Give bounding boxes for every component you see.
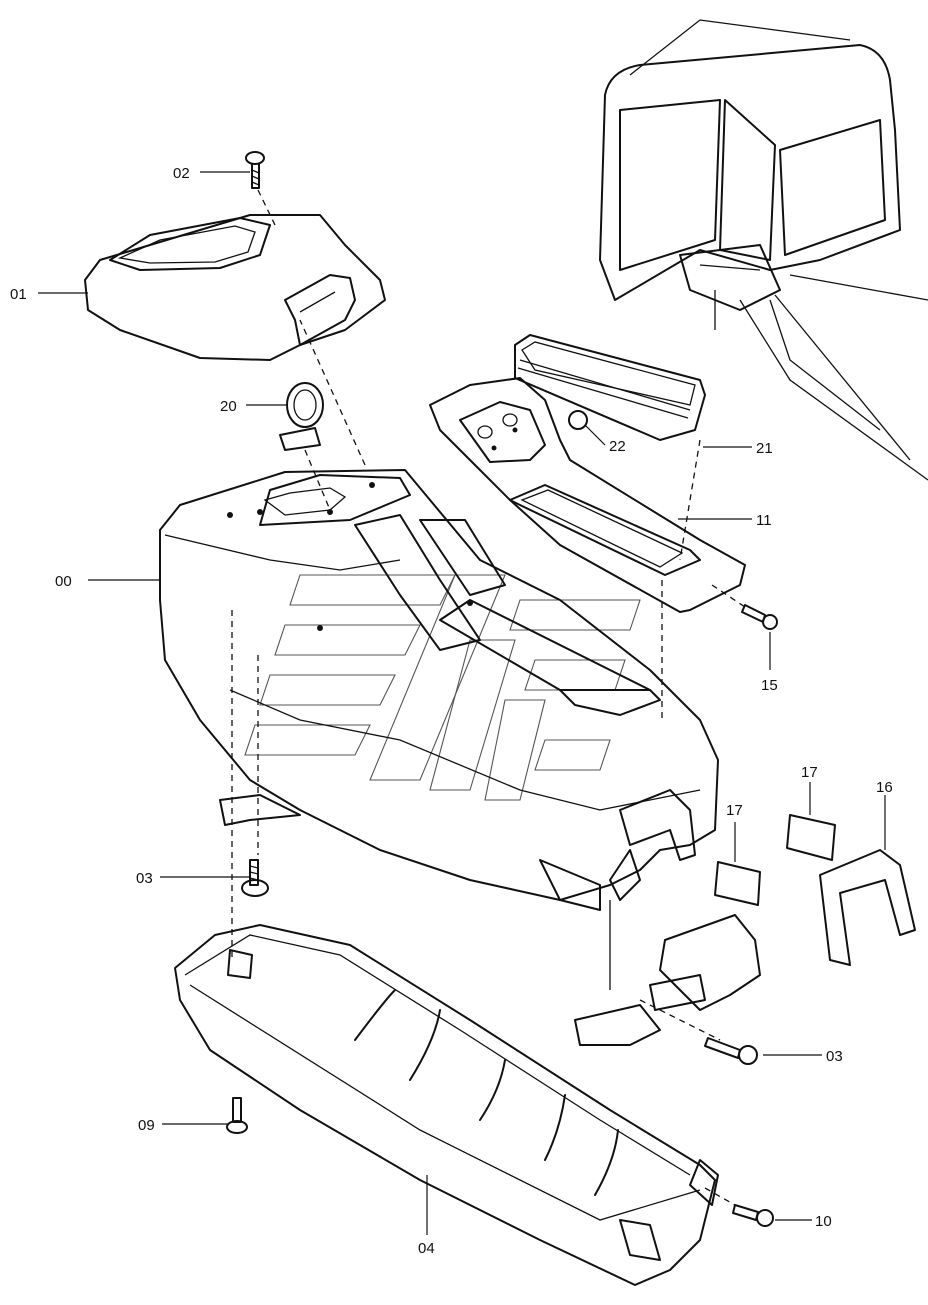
callout-02: 02: [173, 165, 190, 182]
leader-lines: [38, 171, 886, 1235]
part-20-clamp: [279, 382, 331, 511]
part-11-side-panel: [429, 377, 746, 720]
callout-00: 00: [55, 573, 72, 590]
part-17-pad-lower: [714, 861, 761, 906]
part-21-tray: [514, 334, 706, 561]
part-02-screw: [245, 151, 276, 226]
callout-21: 21: [756, 440, 773, 457]
part-03-bolt-left: [241, 859, 269, 897]
part-17-pad-upper: [786, 814, 836, 861]
callout-03-right: 03: [826, 1048, 843, 1065]
callout-labels: 00 01 02 03 03 04 09 10 11 15 16 17 17 2…: [10, 165, 893, 1257]
watermark-logo: [244, 574, 641, 801]
part-04-lower-cover: [174, 924, 719, 1286]
callout-01: 01: [10, 286, 27, 303]
callout-03-left: 03: [136, 870, 153, 887]
callout-11: 11: [756, 512, 772, 529]
callout-22: 22: [609, 438, 626, 455]
cab-outline: [599, 19, 928, 481]
part-00-console-body: [159, 319, 719, 960]
callout-10: 10: [815, 1213, 832, 1230]
part-09-bolt: [226, 1097, 248, 1134]
hinge-bracket: [574, 900, 761, 1046]
callout-17-lower: 17: [726, 802, 743, 819]
part-15-bolt: [711, 584, 778, 630]
callout-17-upper: 17: [801, 764, 818, 781]
part-16-cushion: [819, 849, 916, 966]
part-01-upper-cover: [84, 214, 386, 361]
callout-04: 04: [418, 1240, 435, 1257]
part-10-bolt: [704, 1187, 774, 1227]
callout-16: 16: [876, 779, 893, 796]
part-22-knob: [568, 410, 588, 430]
part-03-bolt-right: [704, 1037, 758, 1065]
callout-20: 20: [220, 398, 237, 415]
callout-15: 15: [761, 677, 778, 694]
callout-09: 09: [138, 1117, 155, 1134]
